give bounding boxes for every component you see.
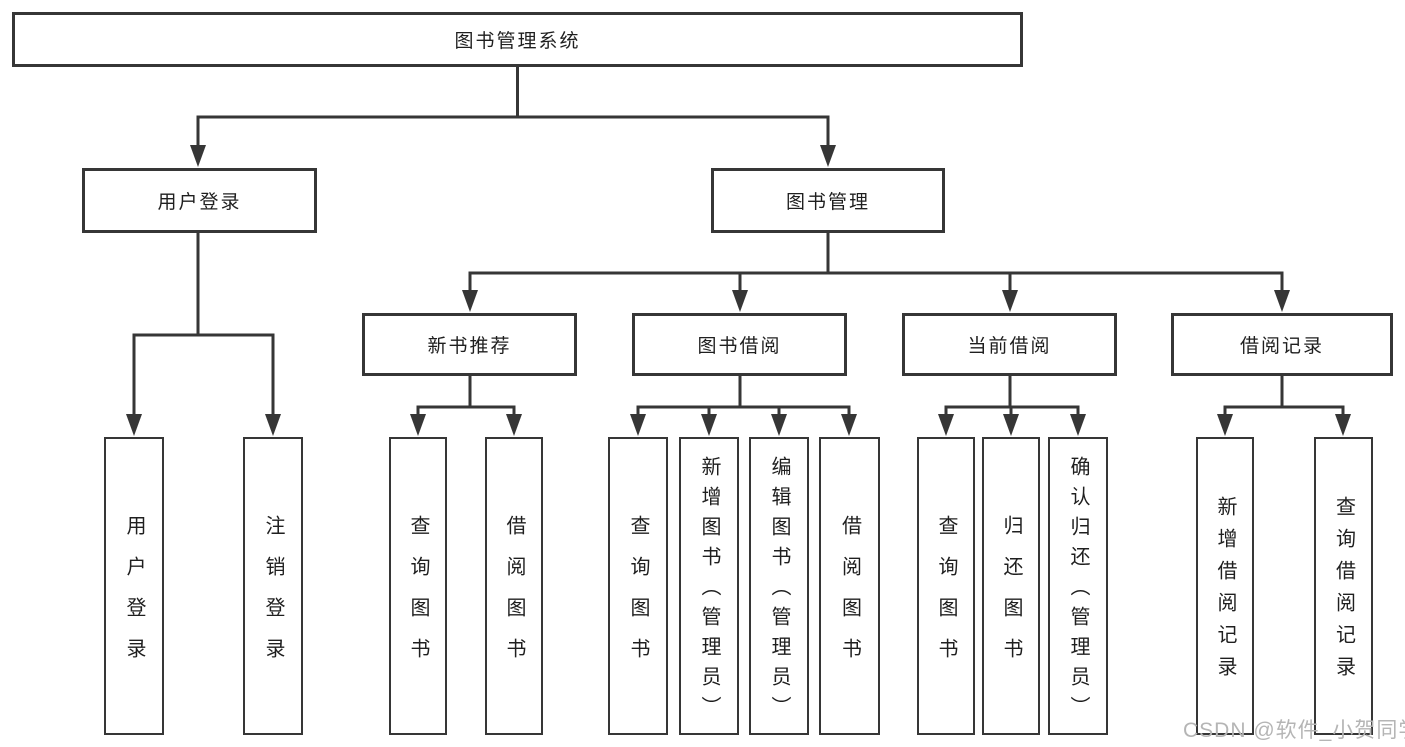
node-label: 新增借阅记录 xyxy=(1214,496,1236,688)
node-label: 借阅记录 xyxy=(1239,336,1324,357)
node-label: 新增图书（管理员） xyxy=(698,456,720,726)
node-label: 图书管理 xyxy=(785,192,870,213)
node-rec-query-books: 查询图书 xyxy=(389,437,447,735)
node-bb-add-books-admin: 新增图书（管理员） xyxy=(679,437,739,735)
node-book-borrow: 图书借阅 xyxy=(632,313,847,376)
node-bb-edit-books-admin: 编辑图书（管理员） xyxy=(749,437,809,735)
node-bb-borrow-books: 借阅图书 xyxy=(819,437,880,735)
node-borrow-records: 借阅记录 xyxy=(1171,313,1393,376)
node-label: 图书管理系统 xyxy=(454,31,581,52)
node-label: 编辑图书（管理员） xyxy=(768,456,790,726)
node-library-system: 图书管理系统 xyxy=(12,12,1023,67)
node-cb-confirm-return-admin: 确认归还（管理员） xyxy=(1048,437,1108,735)
node-label: 用户登录 xyxy=(123,514,145,679)
node-bb-query-books: 查询图书 xyxy=(608,437,668,735)
node-book-management: 图书管理 xyxy=(711,168,945,233)
node-label: 当前借阅 xyxy=(967,336,1052,357)
node-br-query-record: 查询借阅记录 xyxy=(1314,437,1373,735)
node-label: 查询图书 xyxy=(627,514,649,679)
node-login-leaf: 用户登录 xyxy=(104,437,164,735)
watermark: CSDN @软件_小贺同学 xyxy=(1183,719,1405,742)
node-label: 查询借阅记录 xyxy=(1332,496,1355,688)
node-label: 借阅图书 xyxy=(503,514,525,679)
node-label: 查询图书 xyxy=(935,514,957,679)
node-logout-leaf: 注销登录 xyxy=(243,437,303,735)
node-label: 借阅图书 xyxy=(838,514,861,679)
node-br-add-record: 新增借阅记录 xyxy=(1196,437,1254,735)
node-label: 注销登录 xyxy=(262,514,284,679)
node-label: 用户登录 xyxy=(157,192,242,213)
node-cb-return-books: 归还图书 xyxy=(982,437,1040,735)
node-user-login: 用户登录 xyxy=(82,168,317,233)
node-label: 归还图书 xyxy=(1000,514,1022,679)
node-current-borrow: 当前借阅 xyxy=(902,313,1117,376)
node-cb-query-books: 查询图书 xyxy=(917,437,975,735)
node-label: 确认归还（管理员） xyxy=(1067,456,1089,726)
node-rec-borrow-books: 借阅图书 xyxy=(485,437,543,735)
node-label: 新书推荐 xyxy=(427,336,512,357)
node-label: 查询图书 xyxy=(407,514,429,679)
node-new-book-recommend: 新书推荐 xyxy=(362,313,577,376)
node-label: 图书借阅 xyxy=(697,336,782,357)
